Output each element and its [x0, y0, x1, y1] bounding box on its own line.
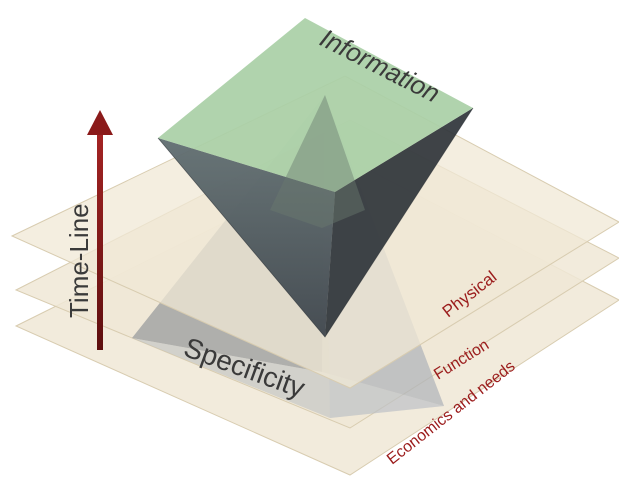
upright-pyramid-apex: [270, 95, 365, 228]
information-top-face: [158, 18, 473, 192]
inverted-pyramid: [157, 18, 474, 338]
time-line-arrow: [87, 110, 113, 350]
time-line-label: Time-Line: [64, 203, 94, 318]
